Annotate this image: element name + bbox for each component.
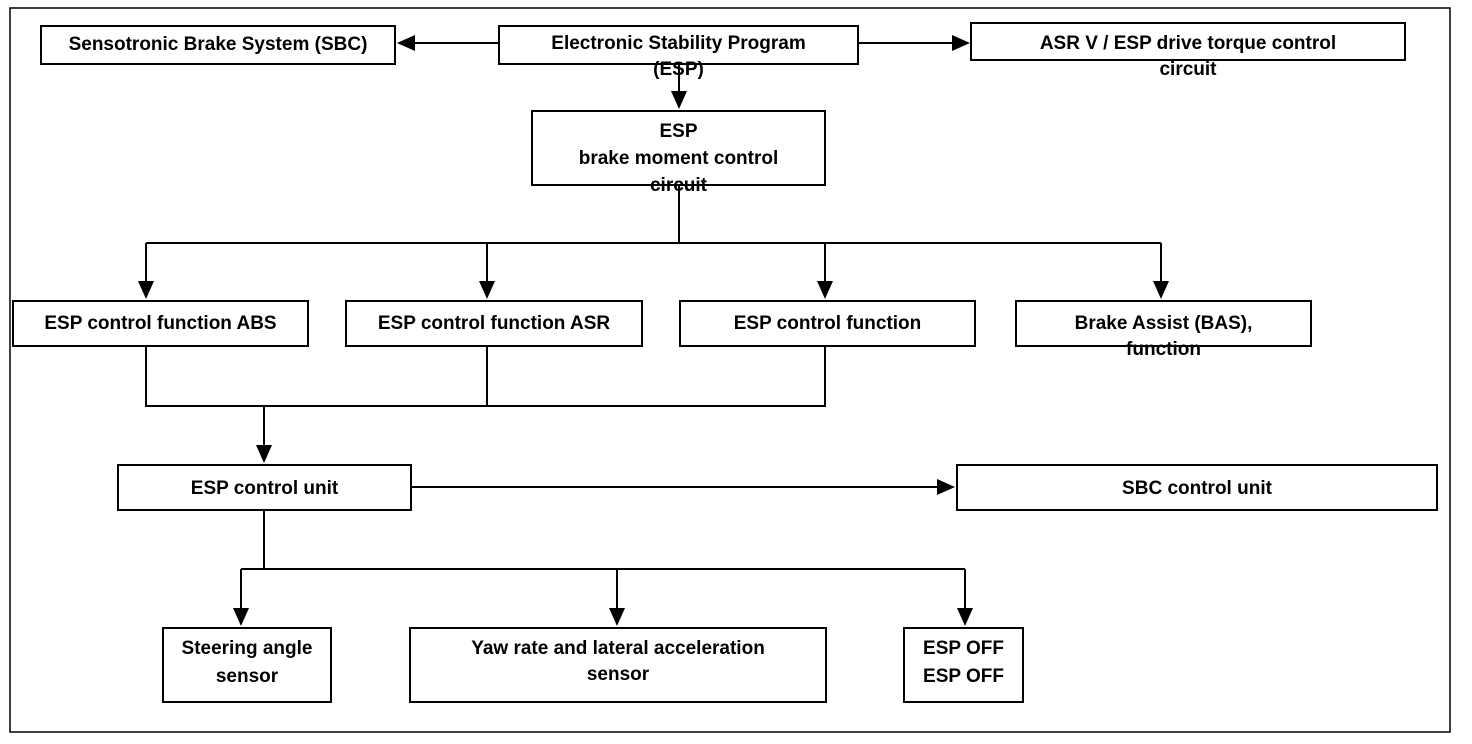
node-label-line: ESP OFF [923,638,1004,659]
arrowhead-asr-drive [952,35,970,51]
arrowhead-bas [1153,281,1169,299]
arrowhead-function [817,281,833,299]
node-label-line: Brake Assist (BAS), [1074,313,1253,334]
arrowhead-esp-unit [256,445,272,463]
node-label-line: (ESP) [653,59,704,80]
node-sensotronic-brake-system: Sensotronic Brake System (SBC) [40,25,396,65]
outer-frame [9,7,1451,733]
node-label-line: ESP control function ABS [44,313,277,334]
node-label-line: Electronic Stability Program [551,33,806,54]
node-label-line: ESP control function ASR [377,313,611,334]
node-label-line: sensor [215,666,279,687]
node-label-line: sensor [586,664,650,685]
node-label-line: ESP control function [733,313,922,334]
node-label-line: Steering angle [181,638,313,659]
node-label-line: ESP [659,121,698,142]
node-steering-angle-sensor: Steering angle sensor [162,627,332,703]
node-esp-off-switch: ESP OFF ESP OFF [903,627,1024,703]
node-electronic-stability-program: Electronic Stability Program (ESP) [498,25,859,80]
arrowhead-brake-moment [671,91,687,109]
node-label-line: ESP control unit [190,478,339,499]
node-label-line: function [1126,339,1201,360]
arrowhead-yaw [609,608,625,626]
node-sbc-control-unit: SBC control unit [956,464,1438,511]
node-brake-assist-function: Brake Assist (BAS), function [1015,300,1312,360]
arrowhead-asr [479,281,495,299]
node-label-line: SBC control unit [1122,478,1272,499]
arrowhead-sbc-system [397,35,415,51]
arrowhead-esp-off [957,608,973,626]
arrowhead-steering [233,608,249,626]
node-label-line: brake moment control [578,148,779,169]
node-esp-control-unit: ESP control unit [117,464,412,511]
node-asr-drive-torque-control: ASR V / ESP drive torque control circuit [970,22,1406,80]
node-label-line: Sensotronic Brake System (SBC) [68,34,368,55]
arrowhead-sbc-unit [937,479,955,495]
node-label-line: ASR V / ESP drive torque control [1039,33,1337,54]
node-label-line: ESP OFF [923,666,1004,687]
node-label-line: circuit [649,175,708,196]
node-yaw-rate-lateral-acceleration-sensor: Yaw rate and lateral acceleration sensor [409,627,827,703]
node-label-line: circuit [1159,59,1217,80]
node-esp-control-function-asr: ESP control function ASR [345,300,643,347]
arrowhead-abs [138,281,154,299]
node-esp-control-function-abs: ESP control function ABS [12,300,309,347]
node-label-line: Yaw rate and lateral acceleration [471,638,765,659]
node-esp-control-function: ESP control function [679,300,976,347]
node-esp-brake-moment-control: ESP brake moment control circuit [531,110,826,196]
